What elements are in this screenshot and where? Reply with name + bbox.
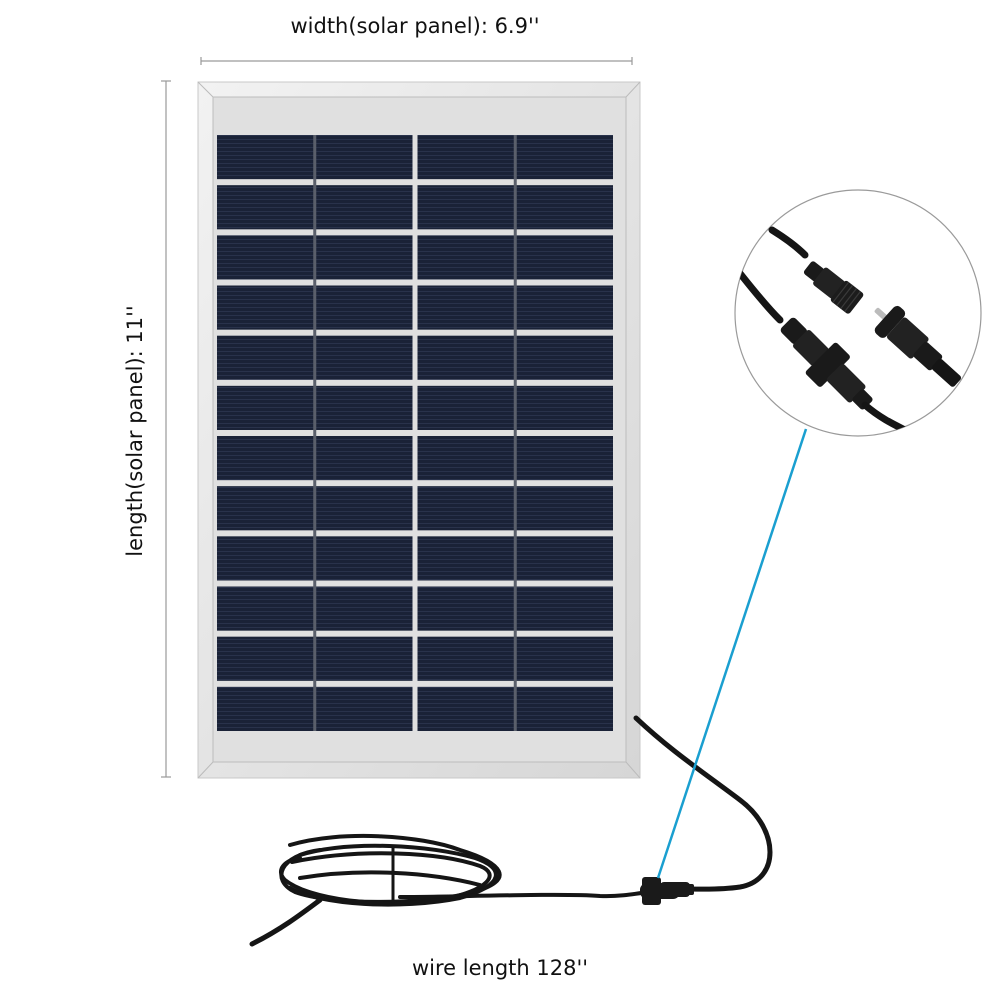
- width-dimension-line: [200, 57, 633, 65]
- length-dimension-line: [161, 80, 171, 778]
- cell-busbar: [313, 379, 317, 430]
- cell-busbar: [313, 229, 317, 280]
- cell-busbar: [513, 480, 517, 531]
- solar-panel: [197, 81, 641, 779]
- cable: [249, 715, 773, 947]
- cell-busbar: [513, 379, 517, 430]
- cell-busbar: [313, 279, 317, 330]
- cell-busbar: [513, 430, 517, 481]
- solar-cell-grid: [217, 135, 613, 731]
- cell-busbar: [513, 229, 517, 280]
- cell-busbar: [313, 135, 317, 180]
- cell-busbar: [513, 135, 517, 180]
- cell-busbar: [313, 530, 317, 581]
- cell-busbar: [513, 630, 517, 681]
- cell-busbar: [313, 680, 317, 731]
- cell-busbar: [313, 480, 317, 531]
- cell-busbar: [313, 179, 317, 230]
- cell-busbar: [513, 279, 517, 330]
- cell-busbar: [513, 680, 517, 731]
- cell-busbar: [313, 580, 317, 631]
- callout-pointer-line: [656, 428, 808, 879]
- cell-busbar: [513, 530, 517, 581]
- cell-busbar: [513, 329, 517, 380]
- connector-closeup-callout: [734, 189, 982, 437]
- cell-busbar: [513, 179, 517, 230]
- inline-connector: [640, 877, 694, 905]
- width-dimension-label: width(solar panel): 6.9'': [290, 14, 540, 38]
- cell-busbar: [313, 430, 317, 481]
- cell-busbar: [313, 630, 317, 681]
- connector-closeup-image: [735, 226, 962, 434]
- wire-length-label: wire length 128'': [411, 956, 589, 980]
- cell-busbar: [513, 580, 517, 631]
- cell-busbar: [313, 329, 317, 380]
